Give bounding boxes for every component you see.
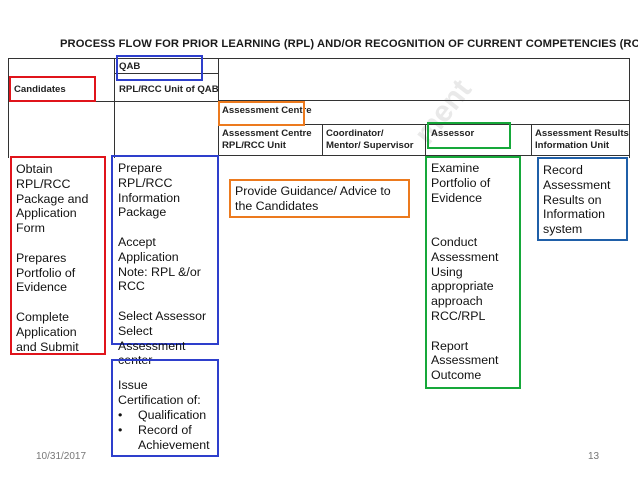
table-line-col4 — [425, 124, 426, 156]
table-line-top — [8, 58, 630, 59]
header-rpl-unit-qab: RPL/RCC Unit of QAB — [119, 84, 219, 95]
header-candidates: Candidates — [14, 84, 66, 95]
header-results-unit: Assessment Results Information Unit — [535, 128, 629, 151]
table-line-qab-top — [114, 73, 218, 74]
list-item: • Qualification — [118, 408, 210, 423]
guidance-text: Provide Guidance/ Advice to the Candidat… — [235, 184, 391, 213]
header-coordinator: Coordinator/ Mentor/ Supervisor — [326, 128, 414, 151]
list-item: • Record of Achievement — [118, 423, 210, 453]
table-line-ac-top — [218, 100, 630, 101]
table-line-ac-bottom — [218, 155, 630, 156]
results-text: Record Assessment Results on Information… — [543, 163, 611, 237]
candidates-steps-box — [10, 156, 106, 355]
table-line-left — [8, 58, 9, 158]
qab-issue-intro: Issue Certification of: — [118, 378, 201, 407]
header-ac-unit: Assessment Centre RPL/RCC Unit — [222, 128, 312, 151]
table-line-ac-mid — [218, 124, 630, 125]
assessor-steps-box — [425, 156, 521, 389]
candidates-steps-text: Obtain RPL/RCC Package and Application F… — [16, 162, 89, 354]
header-assessor: Assessor — [431, 128, 475, 139]
table-line-col1 — [114, 58, 115, 158]
table-line-col5 — [531, 124, 532, 156]
qab-issue-item-qualification: Qualification — [138, 408, 207, 422]
qab-header-highlight — [116, 55, 203, 81]
qab-steps-text: Prepare RPL/RCC Information Package Acce… — [118, 161, 207, 368]
assessor-steps-text: Examine Portfolio of Evidence Conduct As… — [431, 161, 499, 383]
guidance-box — [229, 179, 410, 218]
header-assessment-centre: Assessment Centre — [222, 105, 312, 116]
bullet-icon: • — [118, 408, 123, 422]
qab-steps-box — [111, 155, 219, 345]
bullet-icon: • — [118, 422, 123, 437]
qab-issue-box — [111, 359, 219, 457]
results-box — [537, 157, 628, 241]
qab-issue-list: • Qualification • Record of Achievement — [118, 408, 210, 452]
page-title: PROCESS FLOW FOR PRIOR LEARNING (RPL) AN… — [60, 38, 638, 50]
table-line-header-bottom — [8, 101, 218, 102]
table-line-col3 — [322, 124, 323, 156]
header-qab: QAB — [119, 61, 141, 72]
footer-date: 10/31/2017 — [36, 451, 87, 462]
assessor-header-highlight — [427, 122, 511, 149]
assessment-centre-header-highlight — [218, 101, 305, 126]
page-number: 13 — [588, 451, 600, 462]
table-line-right — [629, 58, 630, 158]
candidates-header-highlight — [9, 76, 96, 102]
qab-issue-item-record: Record of Achievement — [138, 422, 210, 452]
